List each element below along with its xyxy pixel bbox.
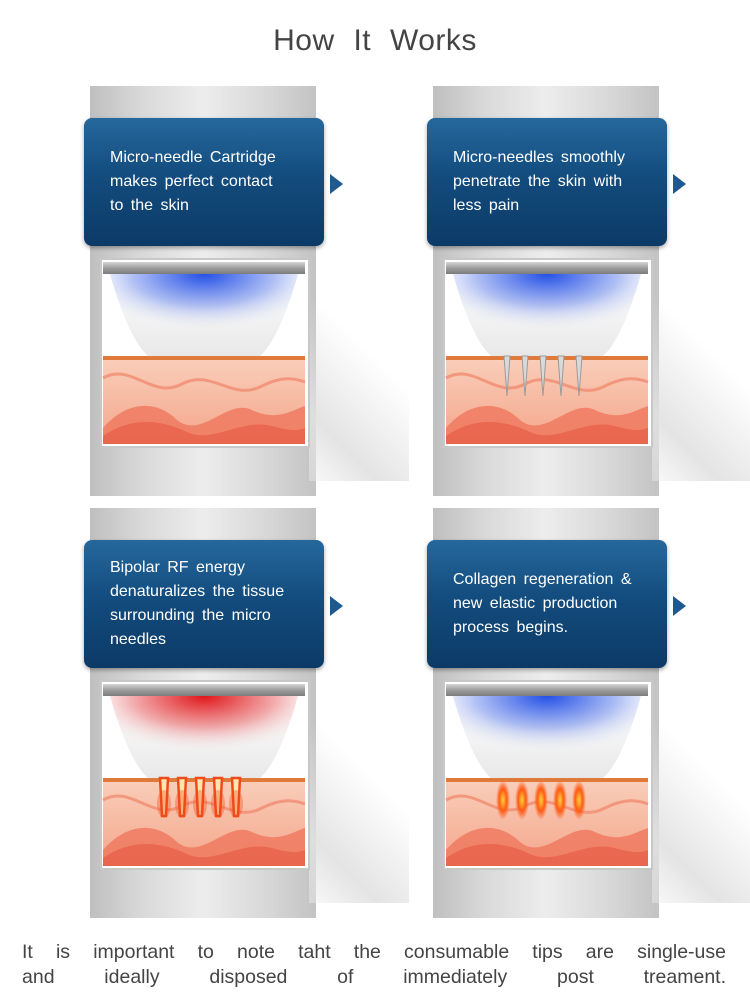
collagen-spot xyxy=(572,780,586,820)
cartridge-illustration xyxy=(443,258,653,448)
next-arrow-icon xyxy=(330,174,343,194)
collagen-spot xyxy=(534,780,548,820)
heat-glow xyxy=(157,790,171,818)
heat-glow xyxy=(193,790,207,818)
heated-needle xyxy=(194,776,206,818)
column-shadow xyxy=(309,236,409,481)
cartridge-illustration xyxy=(100,680,310,870)
skin-wave-upper xyxy=(102,794,306,814)
needle xyxy=(539,355,547,397)
energy-glow xyxy=(453,696,641,778)
skin-wave-deep xyxy=(103,844,305,866)
skin-surface-line xyxy=(446,778,648,782)
page-title: How It Works xyxy=(273,24,477,57)
heat-glow xyxy=(229,790,243,818)
cartridge-illustration xyxy=(100,258,310,448)
cartridge-top-bar xyxy=(446,262,648,274)
cartridge-top-bar xyxy=(103,262,305,274)
needle xyxy=(557,355,565,397)
step-panel-1: Micro-needle Cartridge makes perfect con… xyxy=(84,86,412,496)
needle xyxy=(521,355,529,397)
skin-wave-deep xyxy=(446,422,648,444)
energy-glow xyxy=(110,274,298,356)
collagen-spot xyxy=(515,780,529,820)
next-arrow-icon xyxy=(673,174,686,194)
needle xyxy=(503,355,511,397)
step-description: Bipolar RF energy denaturalizes the tiss… xyxy=(110,559,285,648)
column-shadow xyxy=(652,658,750,903)
heat-glow xyxy=(211,790,225,818)
energy-glow xyxy=(453,274,641,356)
collagen-spot xyxy=(553,780,567,820)
cartridge-top-bar xyxy=(103,684,305,696)
step-description: Collagen regeneration & new elastic prod… xyxy=(453,571,632,636)
step-panel-4: Collagen regeneration & new elastic prod… xyxy=(427,508,750,918)
cartridge-top-bar xyxy=(446,684,648,696)
heated-needle xyxy=(230,776,242,818)
heated-needle xyxy=(212,776,224,818)
energy-glow xyxy=(110,696,298,778)
heated-needle xyxy=(158,776,170,818)
cartridge-illustration xyxy=(443,680,653,870)
skin-wave-upper xyxy=(445,372,649,392)
step-description: Micro-needles smoothly penetrate the ski… xyxy=(453,149,625,214)
skin-wave-deep xyxy=(103,422,305,444)
step-label-box: Bipolar RF energy denaturalizes the tiss… xyxy=(84,540,324,668)
skin-wave-deep xyxy=(446,844,648,866)
step-description: Micro-needle Cartridge makes perfect con… xyxy=(110,149,276,214)
step-label-box: Micro-needles smoothly penetrate the ski… xyxy=(427,118,667,246)
skin-surface-line xyxy=(446,356,648,360)
step-panel-2: Micro-needles smoothly penetrate the ski… xyxy=(427,86,750,496)
step-panel-3: Bipolar RF energy denaturalizes the tiss… xyxy=(84,508,412,918)
skin-surface-line xyxy=(103,356,305,360)
column-shadow xyxy=(652,236,750,481)
heat-glow xyxy=(175,790,189,818)
step-label-box: Collagen regeneration & new elastic prod… xyxy=(427,540,667,668)
collagen-spot xyxy=(496,780,510,820)
next-arrow-icon xyxy=(330,596,343,616)
next-arrow-icon xyxy=(673,596,686,616)
step-label-box: Micro-needle Cartridge makes perfect con… xyxy=(84,118,324,246)
needle xyxy=(575,355,583,397)
column-shadow xyxy=(309,658,409,903)
footnote: It is important to note taht the consuma… xyxy=(22,941,726,988)
heated-needle xyxy=(176,776,188,818)
skin-wave-upper xyxy=(102,372,306,392)
